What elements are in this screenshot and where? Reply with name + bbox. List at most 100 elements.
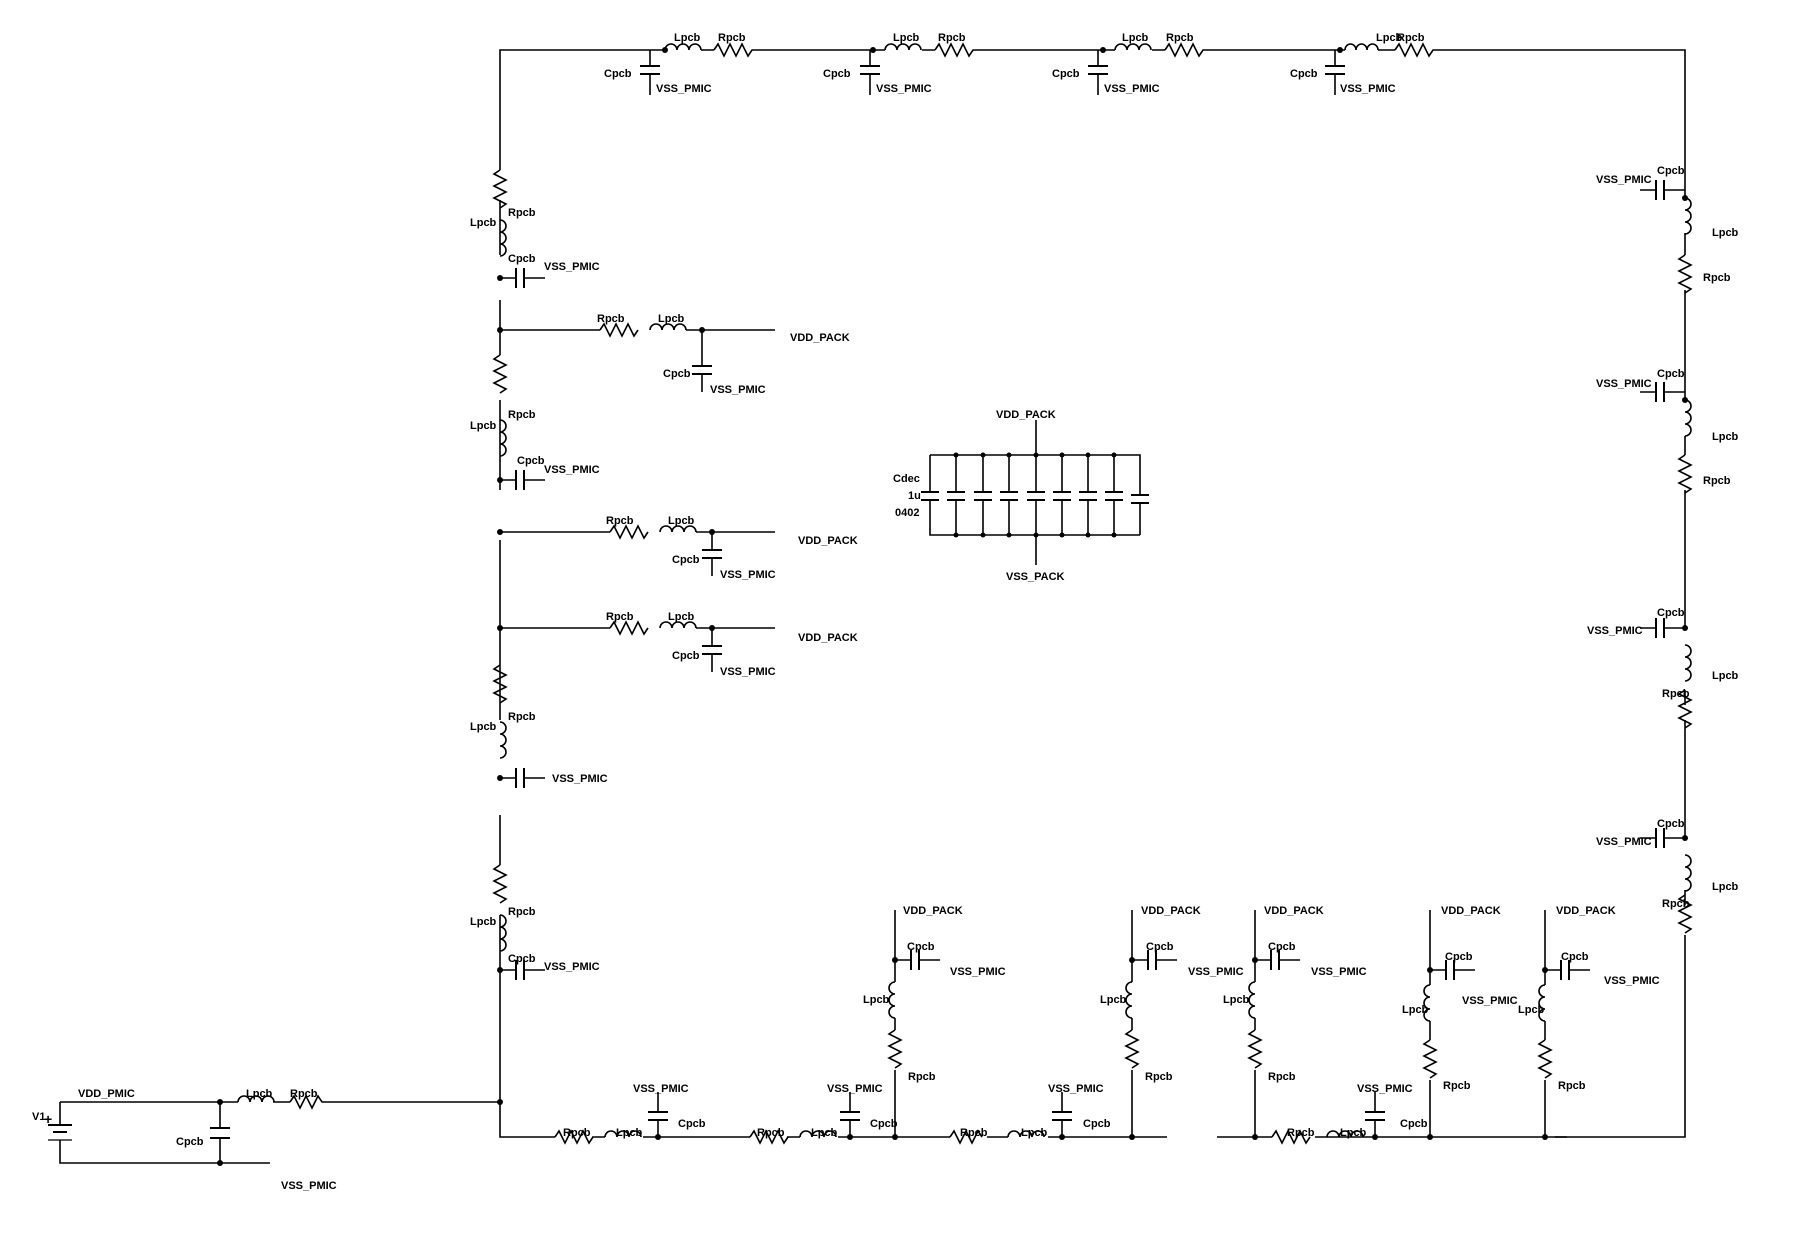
label-cpcb: Cpcb	[1657, 368, 1685, 380]
label-lpcb: Lpcb	[863, 994, 890, 1006]
net-vss-pmic: VSS_PMIC	[1604, 975, 1660, 987]
label-cpcb: Cpcb	[1052, 68, 1080, 80]
label-lpcb: Lpcb	[1518, 1004, 1545, 1016]
net-vss-pmic: VSS_PMIC	[950, 966, 1006, 978]
label-lpcb: Lpcb	[1340, 1127, 1367, 1139]
label-rpcb: Rpcb	[1145, 1071, 1173, 1083]
label-lpcb: Lpcb	[616, 1127, 643, 1139]
net-vss-pmic: VSS_PMIC	[552, 773, 608, 785]
net-vss-pmic: VSS_PMIC	[876, 83, 932, 95]
label-cpcb: Cpcb	[1083, 1118, 1111, 1130]
label-lpcb: Lpcb	[1100, 994, 1127, 1006]
net-vss-pmic: VSS_PMIC	[544, 961, 600, 973]
net-vss-pmic: VSS_PMIC	[633, 1083, 689, 1095]
decap-value: 1u	[908, 490, 921, 502]
net-vss-pmic: VSS_PMIC	[720, 569, 776, 581]
label-rpcb: Rpcb	[1443, 1080, 1471, 1092]
label-cpcb: Cpcb	[663, 368, 691, 380]
label-lpcb: Lpcb	[811, 1127, 838, 1139]
label-cpcb: Cpcb	[672, 650, 700, 662]
label-rpcb: Rpcb	[938, 32, 966, 44]
net-vss-pmic: VSS_PMIC	[1104, 83, 1160, 95]
net-vss-pmic: VSS_PMIC	[544, 464, 600, 476]
label-rpcb: Rpcb	[606, 611, 634, 623]
label-rpcb: Rpcb	[606, 515, 634, 527]
net-vss-pmic: VSS_PMIC	[656, 83, 712, 95]
label-rpcb: Rpcb	[1662, 688, 1690, 700]
label-cpcb: Cpcb	[672, 554, 700, 566]
label-cpcb: Cpcb	[1657, 818, 1685, 830]
label-lpcb: Lpcb	[470, 420, 497, 432]
resistors	[289, 42, 1693, 1145]
label-lpcb: Lpcb	[1223, 994, 1250, 1006]
net-vss-pmic: VSS_PMIC	[1048, 1083, 1104, 1095]
label-rpcb: Rpcb	[718, 32, 746, 44]
net-vss-pmic: VSS_PMIC	[720, 666, 776, 678]
net-vss-pmic: VSS_PMIC	[1311, 966, 1367, 978]
label-lpcb: Lpcb	[246, 1088, 273, 1100]
source-label: V1	[32, 1111, 45, 1123]
net-vss-pmic: VSS_PMIC	[1596, 836, 1652, 848]
label-lpcb: Lpcb	[1122, 32, 1149, 44]
label-lpcb: Lpcb	[668, 611, 695, 623]
net-vss-pmic: VSS_PMIC	[710, 384, 766, 396]
net-vdd-pack: VDD_PACK	[1264, 905, 1324, 917]
label-lpcb: Lpcb	[1376, 32, 1403, 44]
net-vdd-pack: VDD_PACK	[903, 905, 963, 917]
label-rpcb: Rpcb	[508, 906, 536, 918]
net-vss-pmic: VSS_PMIC	[544, 261, 600, 273]
label-rpcb: Rpcb	[563, 1127, 591, 1139]
voltage-source-v1: + V1	[32, 1111, 72, 1141]
net-vss-pmic: VSS_PMIC	[827, 1083, 883, 1095]
label-cpcb: Cpcb	[1290, 68, 1318, 80]
label-cpcb: Cpcb	[1400, 1118, 1428, 1130]
capacitors-and-branches	[210, 50, 1685, 1139]
net-vss-pmic: VSS_PMIC	[281, 1180, 337, 1192]
label-cpcb: Cpcb	[508, 953, 536, 965]
label-rpcb: Rpcb	[508, 207, 536, 219]
label-rpcb: Rpcb	[508, 711, 536, 723]
decap-vss-pack: VSS_PACK	[1006, 571, 1065, 583]
net-vss-pmic: VSS_PMIC	[1340, 83, 1396, 95]
net-vdd-pack: VDD_PACK	[798, 632, 858, 644]
label-lpcb: Lpcb	[1712, 670, 1739, 682]
label-cpcb: Cpcb	[1657, 607, 1685, 619]
label-rpcb: Rpcb	[1558, 1080, 1586, 1092]
inductors	[237, 43, 1692, 1138]
label-lpcb: Lpcb	[1712, 881, 1739, 893]
label-rpcb: Rpcb	[1287, 1127, 1315, 1139]
label-rpcb: Rpcb	[1166, 32, 1194, 44]
label-rpcb: Rpcb	[1662, 898, 1690, 910]
label-lpcb: Lpcb	[893, 32, 920, 44]
label-cpcb: Cpcb	[604, 68, 632, 80]
label-rpcb: Rpcb	[508, 409, 536, 421]
label-rpcb: Rpcb	[757, 1127, 785, 1139]
label-cpcb: Cpcb	[907, 941, 935, 953]
net-vdd-pmic: VDD_PMIC	[78, 1088, 135, 1100]
source-polarity: +	[44, 1111, 52, 1127]
label-cpcb: Cpcb	[1268, 941, 1296, 953]
junctions	[217, 47, 1688, 1166]
label-cpcb: Cpcb	[1146, 941, 1174, 953]
label-cpcb: Cpcb	[508, 253, 536, 265]
net-vdd-pack: VDD_PACK	[790, 332, 850, 344]
label-cpcb: Cpcb	[1445, 951, 1473, 963]
label-lpcb: Lpcb	[1021, 1127, 1048, 1139]
net-vdd-pack: VDD_PACK	[1556, 905, 1616, 917]
label-cpcb: Cpcb	[870, 1118, 898, 1130]
label-cpcb: Cpcb	[1561, 951, 1589, 963]
label-lpcb: Lpcb	[658, 313, 685, 325]
label-lpcb: Lpcb	[1712, 227, 1739, 239]
net-vss-pmic: VSS_PMIC	[1357, 1083, 1413, 1095]
component-labels: Lpcb Rpcb Cpcb VSS_PMIC Lpcb Rpcb Cpcb V…	[78, 32, 1739, 1192]
net-vss-pmic: VSS_PMIC	[1462, 995, 1518, 1007]
label-rpcb: Rpcb	[290, 1088, 318, 1100]
label-rpcb: Rpcb	[1397, 32, 1425, 44]
label-cpcb: Cpcb	[517, 455, 545, 467]
label-lpcb: Lpcb	[470, 217, 497, 229]
label-lpcb: Lpcb	[470, 916, 497, 928]
net-vss-pmic: VSS_PMIC	[1596, 174, 1652, 186]
label-rpcb: Rpcb	[1268, 1071, 1296, 1083]
net-vdd-pack: VDD_PACK	[1441, 905, 1501, 917]
